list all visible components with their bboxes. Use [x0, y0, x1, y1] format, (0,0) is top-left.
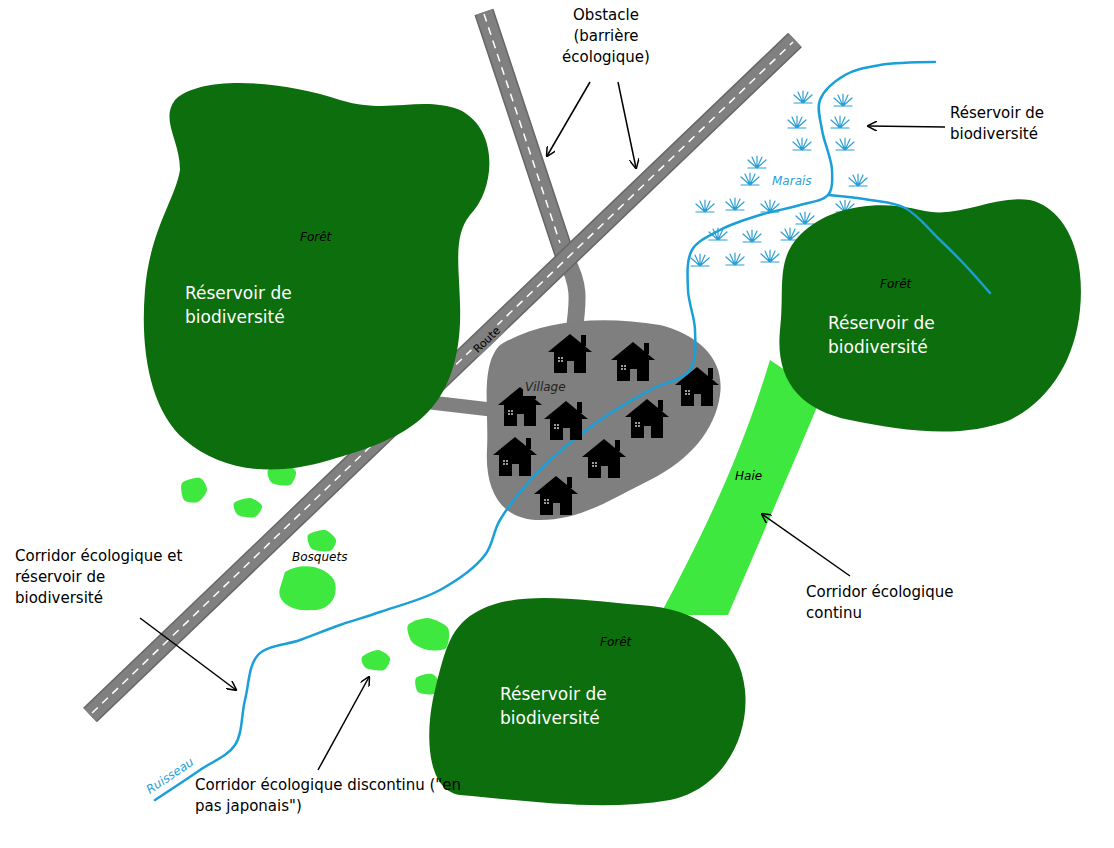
- leader-arrow: [318, 677, 369, 770]
- road-dashes: [484, 14, 560, 243]
- area-name: Forêt: [600, 634, 650, 651]
- text-holder: Bosquets: [292, 549, 362, 566]
- marsh-tuft: [726, 253, 744, 265]
- road-name: Route: [469, 323, 504, 357]
- house-icon: [493, 437, 537, 476]
- road: [484, 12, 566, 259]
- stream-line: [828, 195, 990, 293]
- marsh-tuft: [696, 200, 714, 212]
- callout-text: Réservoir de biodiversité: [950, 103, 1110, 145]
- grove-patch: [307, 530, 336, 552]
- village-area-fill: [487, 320, 721, 520]
- callout-text: Obstacle (barrière écologique): [550, 5, 662, 68]
- house-icon: [625, 399, 669, 438]
- marsh-tuft: [796, 212, 814, 224]
- marsh-tuft: [761, 250, 779, 262]
- text-holder: Réservoir de biodiversité: [950, 103, 1110, 145]
- text-holder: Réservoir de biodiversité: [500, 683, 665, 731]
- leader-arrow: [547, 82, 590, 156]
- leader-arrow: [762, 514, 850, 576]
- village-road: [566, 259, 577, 325]
- forest-area: ForêtRéservoir de biodiversité: [775, 198, 1086, 436]
- forest-area: ForêtRéservoir de biodiversité: [425, 590, 747, 810]
- house-icon: [548, 334, 592, 373]
- area-name: Haie: [735, 468, 775, 485]
- marsh-tuft: [691, 254, 709, 266]
- marsh-tuft: [793, 138, 811, 150]
- text-holder: Forêt: [600, 634, 650, 651]
- forest-area-fill: [429, 598, 745, 805]
- text-holder: Réservoir de biodiversité: [185, 282, 350, 330]
- area-role: Réservoir de biodiversité: [185, 282, 350, 330]
- text-holder: Village: [523, 376, 583, 396]
- marsh-tuft: [781, 228, 799, 240]
- text-holder: Forêt: [300, 229, 350, 246]
- grove-patch-fill: [279, 566, 335, 610]
- road-edge: [484, 12, 566, 259]
- village-area-outline: [483, 315, 723, 522]
- text-holder: Réservoir de biodiversité: [828, 312, 993, 360]
- grove-patch: [181, 478, 207, 503]
- grove-patch: [362, 650, 391, 670]
- house-icon: [675, 367, 719, 406]
- leader-arrow: [868, 126, 945, 127]
- marsh-tuft: [831, 116, 849, 128]
- stream-name: Ruisseau: [142, 754, 198, 798]
- marsh-tuft: [726, 198, 744, 210]
- leader-arrow: [618, 82, 636, 168]
- marsh-tuft: [834, 94, 852, 106]
- house-icon: [534, 476, 578, 515]
- house-icon: [611, 342, 655, 381]
- forest-area-fill: [144, 83, 490, 469]
- marsh-tuft: [849, 174, 867, 186]
- marsh-tuft: [709, 228, 727, 240]
- callout-text: Corridor écologique continu: [806, 582, 981, 624]
- marsh-tuft: [743, 230, 761, 242]
- area-name: Forêt: [300, 229, 350, 246]
- house-icon: [582, 439, 626, 478]
- area-name: Marais: [772, 173, 832, 190]
- area-role: Réservoir de biodiversité: [500, 683, 665, 731]
- area-name: Forêt: [880, 276, 930, 293]
- marsh-tuft: [788, 116, 806, 128]
- text-holder: Obstacle (barrière écologique): [550, 5, 662, 68]
- callout-text: Corridor écologique discontinu ("en pas …: [195, 775, 475, 817]
- leader-arrow: [140, 618, 236, 690]
- text-holder: Marais: [772, 173, 832, 190]
- callout-text: Corridor écologique et réservoir de biod…: [15, 546, 185, 609]
- text-holder: Corridor écologique et réservoir de biod…: [15, 546, 185, 609]
- text-holder: Forêt: [880, 276, 930, 293]
- area-name: Village: [523, 379, 568, 396]
- forest-area-fill: [779, 199, 1081, 431]
- text-holder: Corridor écologique discontinu ("en pas …: [195, 775, 475, 817]
- marsh-tuft: [836, 138, 854, 150]
- grove-patch: Bosquets: [275, 546, 350, 614]
- marsh-tuft: [741, 173, 759, 185]
- marsh-tuft: [748, 156, 766, 168]
- stream-line: [155, 62, 935, 800]
- forest-area-outline: [140, 78, 496, 474]
- house-icon: [498, 387, 542, 426]
- marsh-tuft: [761, 200, 779, 212]
- marsh-tuft: [794, 91, 812, 103]
- text-holder: Corridor écologique continu: [806, 582, 981, 624]
- text-holder: Haie: [735, 468, 775, 485]
- area-role: Réservoir de biodiversité: [828, 312, 993, 360]
- area-name: Bosquets: [292, 549, 362, 566]
- grove-patch: [407, 618, 449, 651]
- village-area: Village: [483, 315, 723, 522]
- house-icon: [544, 401, 588, 440]
- forest-area: ForêtRéservoir de biodiversité: [140, 78, 496, 474]
- grove-patch: [234, 498, 263, 517]
